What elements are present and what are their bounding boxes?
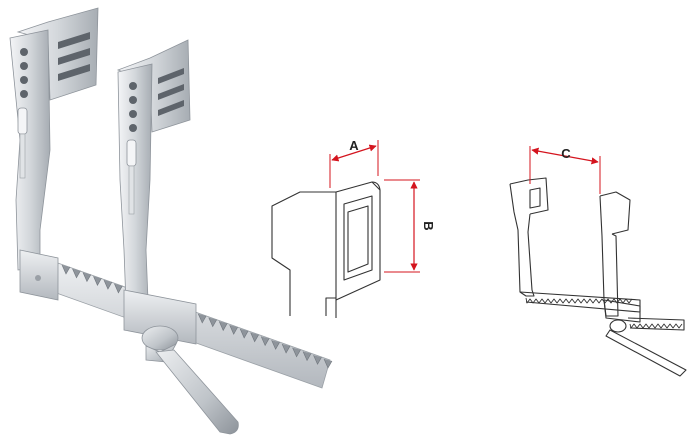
rack-tooth bbox=[197, 313, 207, 324]
retractor-photo bbox=[9, 7, 333, 435]
rack-tooth bbox=[292, 347, 301, 358]
dimension-c-label: C bbox=[561, 146, 571, 161]
rack-tooth bbox=[229, 325, 238, 335]
rack-tooth bbox=[323, 358, 333, 369]
dimension-a-label: A bbox=[349, 138, 359, 153]
rack-tooth bbox=[114, 283, 123, 294]
blade-detail bbox=[271, 181, 381, 318]
dimension-b-label: B bbox=[421, 221, 436, 230]
rack-tooth bbox=[302, 351, 312, 362]
rack-tooth bbox=[313, 355, 322, 365]
rack-tooth bbox=[218, 321, 228, 332]
rack-tooth bbox=[250, 332, 259, 343]
crank-handle bbox=[141, 325, 239, 435]
right-arm bbox=[116, 39, 197, 345]
rack-tooth bbox=[271, 340, 280, 350]
rack-teeth-zigzag-lower bbox=[629, 323, 683, 329]
dimension-a: A bbox=[329, 138, 379, 188]
rack-tooth bbox=[239, 328, 249, 339]
left-arm bbox=[9, 7, 99, 301]
rack-tooth bbox=[82, 272, 92, 283]
rack-tooth bbox=[260, 336, 270, 347]
spread-detail bbox=[509, 177, 687, 377]
rack-tooth bbox=[103, 279, 113, 290]
rack-tooth bbox=[72, 268, 81, 279]
rack-tooth bbox=[61, 264, 71, 275]
rack-tooth bbox=[93, 276, 102, 286]
rack-tooth bbox=[208, 317, 217, 328]
dimension-c: C bbox=[529, 146, 601, 194]
rack-teeth-zigzag bbox=[525, 297, 633, 304]
dimension-b: B bbox=[384, 179, 436, 273]
rack-tooth bbox=[281, 343, 291, 354]
